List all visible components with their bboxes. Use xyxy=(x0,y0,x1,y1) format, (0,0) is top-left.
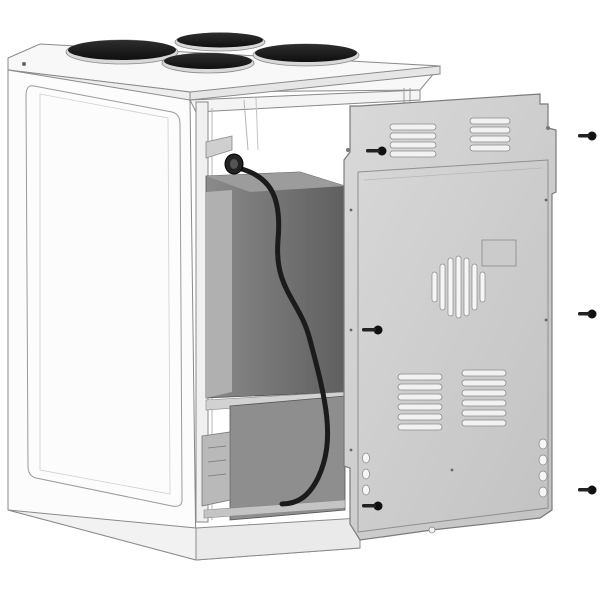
panel-knockouts-right xyxy=(538,438,548,498)
hotplate-front-left xyxy=(161,52,255,74)
hotplate-rear-right xyxy=(174,32,266,52)
lower-vent-right xyxy=(461,369,507,427)
cabinet-base xyxy=(7,509,361,561)
upper-vent-right xyxy=(469,117,511,152)
rating-label-area xyxy=(481,239,517,267)
fan-vent xyxy=(431,255,486,319)
screw-icon xyxy=(362,501,383,511)
hotplate-front-right xyxy=(252,43,360,67)
screw-icon xyxy=(362,325,383,335)
screws-removed xyxy=(578,131,597,495)
hotplate-rear-left xyxy=(65,39,179,65)
screws-on-panel xyxy=(362,146,387,511)
hotplates xyxy=(65,32,360,74)
lower-vent-left xyxy=(397,373,443,431)
upper-vent-left xyxy=(389,123,437,158)
cabinet-side-panel xyxy=(7,62,197,561)
screw-icon xyxy=(578,309,597,319)
cable-grommet xyxy=(224,153,244,175)
power-cable xyxy=(224,153,331,507)
screw-icon xyxy=(578,131,597,141)
screw-icon xyxy=(578,485,597,495)
screw-icon xyxy=(366,146,387,156)
rear-panel xyxy=(343,93,557,541)
panel-knockouts-left xyxy=(362,452,370,496)
